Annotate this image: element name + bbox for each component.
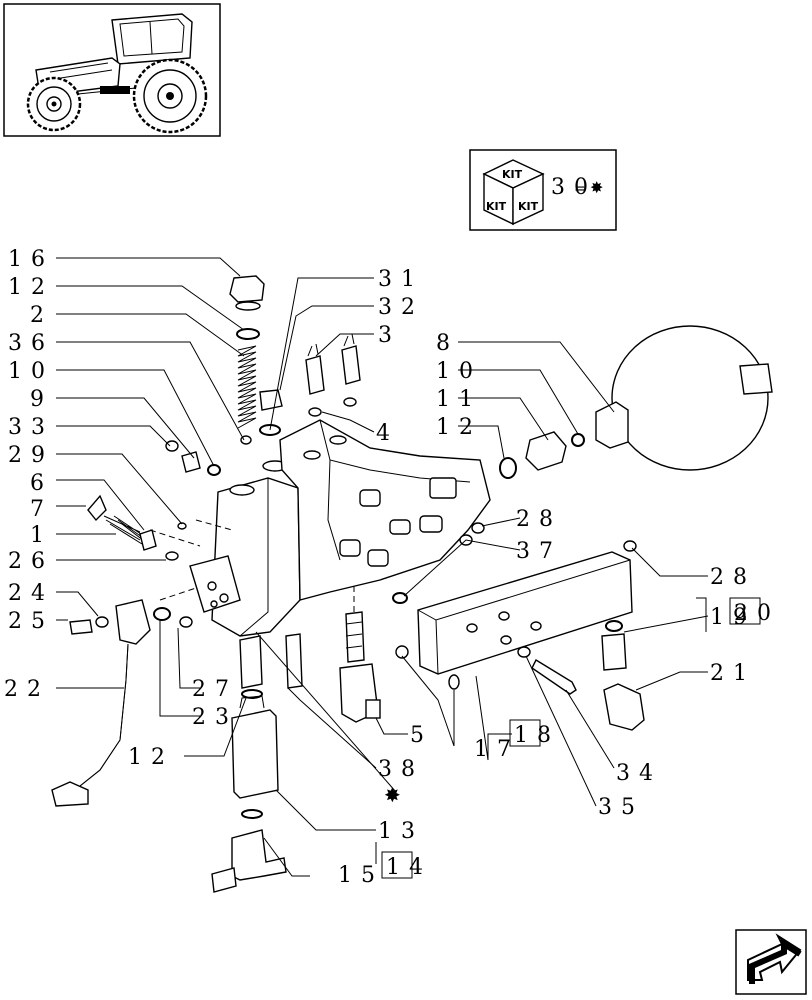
callout-15: 15 [338, 863, 384, 888]
callout-37: 37 [516, 539, 562, 564]
callout-7: 7 [30, 497, 53, 522]
callout-11: 11 [436, 387, 482, 412]
callout-34: 34 [616, 761, 662, 786]
callout-25: 25 [8, 609, 54, 634]
callout-28: 28 [516, 507, 562, 532]
kit-mark: ✸ [384, 783, 401, 807]
kit-side-label-left: KIT [486, 200, 507, 213]
callout-14: 14 [386, 855, 432, 880]
kit-top-label: KIT [502, 168, 523, 181]
left-side-parts [87, 440, 233, 561]
callout-1: 1 [30, 523, 53, 548]
solenoid-cartridge [285, 586, 381, 723]
kit-reference-box: KIT KIT KIT 30 = ✸ [469, 149, 617, 231]
callout-24: 24 [8, 581, 54, 606]
tractor-thumbnail[interactable] [3, 3, 221, 137]
kit-side-label-right: KIT [518, 200, 539, 213]
kit-reference-symbol: = [574, 181, 586, 197]
callout-6: 6 [30, 471, 53, 496]
callout-36: 36 [8, 331, 54, 356]
callout-10: 10 [436, 359, 482, 384]
pipe-assembly [51, 587, 197, 807]
next-page-arrow-icon [747, 933, 802, 984]
upper-column-parts [229, 275, 283, 445]
callout-8: 8 [436, 331, 459, 356]
callout-13: 13 [378, 819, 424, 844]
callout-33: 33 [8, 415, 54, 440]
accumulator [499, 325, 773, 479]
valve-assembly [189, 419, 491, 637]
callout-29: 29 [8, 443, 54, 468]
callout-16: 16 [8, 247, 54, 272]
callout-18: 18 [514, 723, 560, 748]
kit-reference-mark: ✸ [590, 178, 603, 197]
manifold-block [392, 522, 645, 731]
callout-9: 9 [30, 387, 53, 412]
kit-box-icon: KIT KIT KIT [482, 159, 545, 226]
callout-38: 38 [378, 757, 424, 782]
callout-4: 4 [376, 421, 399, 446]
callout-3: 3 [378, 323, 401, 348]
callout-2: 2 [30, 303, 53, 328]
callout-35: 35 [598, 795, 644, 820]
callout-23: 23 [192, 705, 238, 730]
next-page-button[interactable] [735, 929, 807, 995]
leader-lines [56, 257, 709, 877]
callout-19: 19 [710, 605, 756, 630]
callout-12: 12 [128, 745, 174, 770]
callout-20: 20 [734, 601, 780, 626]
callout-31: 31 [378, 267, 424, 292]
callout-17: 17 [474, 737, 520, 762]
callout-12: 12 [8, 275, 54, 300]
pressure-switches [305, 333, 361, 417]
callout-22: 22 [4, 677, 50, 702]
callout-27: 27 [192, 677, 238, 702]
callout-26: 26 [8, 549, 54, 574]
tractor-icon [26, 13, 208, 134]
callout-32: 32 [378, 295, 424, 320]
callout-10: 10 [8, 359, 54, 384]
bottom-filter-parts [179, 616, 287, 893]
callout-21: 21 [710, 661, 756, 686]
callout-5: 5 [410, 723, 433, 748]
kit-reference-number: 30 [551, 175, 597, 200]
callout-12: 12 [436, 415, 482, 440]
callout-28: 28 [710, 565, 756, 590]
